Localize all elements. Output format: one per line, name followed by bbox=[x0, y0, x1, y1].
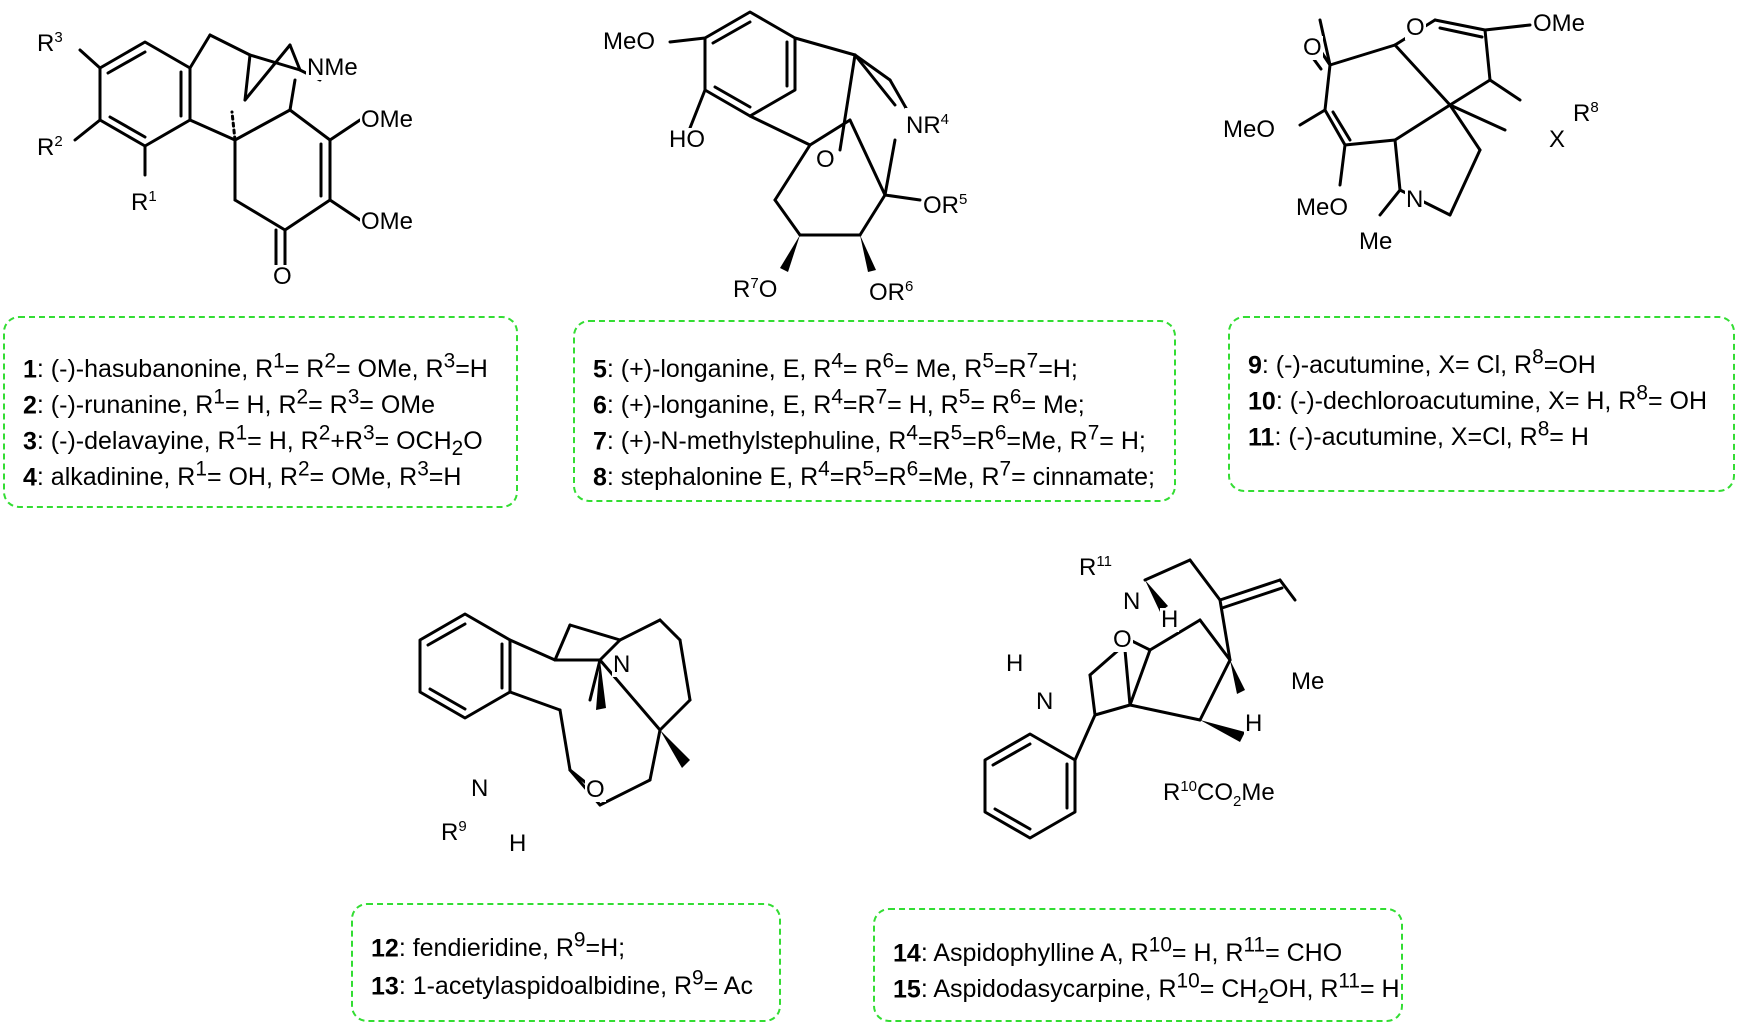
atom-o-3b: O bbox=[1405, 14, 1426, 41]
caption-line: 12: fendieridine, R9=H; bbox=[371, 929, 626, 963]
caption-line: 3: (-)-delavayine, R1= H, R2+R3= OCH2O bbox=[23, 422, 483, 461]
caption-box-5: 14: Aspidophylline A, R10= H, R11= CHO 1… bbox=[873, 908, 1403, 1022]
caption-line: 9: (-)-acutumine, X= Cl, R8=OH bbox=[1248, 346, 1596, 380]
atom-n-5a: N bbox=[1122, 588, 1142, 615]
caption-line: 6: (+)-longanine, E, R4=R7= H, R5= R6= M… bbox=[593, 386, 1085, 420]
atom-r1: R1 bbox=[130, 185, 158, 215]
caption-line: 14: Aspidophylline A, R10= H, R11= CHO bbox=[893, 934, 1343, 968]
atom-h-4: H bbox=[508, 830, 528, 857]
atom-r7o: R7O bbox=[732, 272, 779, 302]
caption-line: 8: stephalonine E, R4=R5=R6=Me, R7= cinn… bbox=[593, 458, 1155, 492]
atom-o-5: O bbox=[1112, 626, 1133, 653]
caption-line: 11: (-)-acutumine, X=Cl, R8= H bbox=[1248, 418, 1589, 452]
caption-line: 15: Aspidodasycarpine, R10= CH2OH, R11= … bbox=[893, 970, 1400, 1009]
atom-n-5b: N bbox=[1035, 688, 1055, 715]
atom-r3: R3 bbox=[36, 26, 64, 56]
caption-box-3: 9: (-)-acutumine, X= Cl, R8=OH 10: (-)-d… bbox=[1228, 316, 1735, 492]
atom-ome-1a: OMe bbox=[360, 106, 415, 133]
atom-meo-2: MeO bbox=[602, 28, 657, 55]
atom-x-3: X bbox=[1548, 126, 1567, 153]
caption-box-1: 1: (-)-hasubanonine, R1= R2= OMe, R3=H 2… bbox=[3, 316, 518, 508]
atom-o-2: O bbox=[815, 146, 836, 173]
atom-h-5c: H bbox=[1244, 710, 1264, 737]
atom-ome-1b: OMe bbox=[360, 208, 415, 235]
atom-n-4b: N bbox=[470, 775, 490, 802]
caption-line: 4: alkadinine, R1= OH, R2= OMe, R3=H bbox=[23, 458, 462, 492]
atom-r11: R11 bbox=[1078, 550, 1113, 580]
atom-ome-3: OMe bbox=[1532, 10, 1587, 37]
caption-line: 1: (-)-hasubanonine, R1= R2= OMe, R3=H bbox=[23, 350, 488, 384]
atom-nr4: NR4 bbox=[905, 108, 951, 138]
structure-1 bbox=[73, 33, 362, 267]
caption-line: 5: (+)-longanine, E, R4= R6= Me, R5=R7=H… bbox=[593, 350, 1078, 384]
atom-o-1: O bbox=[272, 263, 293, 290]
caption-line: 2: (-)-runanine, R1= H, R2= R3= OMe bbox=[23, 386, 436, 420]
structure-4 bbox=[418, 612, 692, 807]
caption-line: 7: (+)-N-methylstephuline, R4=R5=R6=Me, … bbox=[593, 422, 1146, 456]
atom-h-5b: H bbox=[1005, 650, 1025, 677]
atom-o-3a: O bbox=[1302, 34, 1323, 61]
atom-nme: NMe bbox=[306, 54, 359, 81]
atom-n-4a: N bbox=[612, 651, 632, 678]
structure-2 bbox=[668, 10, 922, 272]
atom-r10-co2me: R10CO2Me bbox=[1162, 775, 1276, 814]
atom-ho-2: HO bbox=[668, 126, 706, 153]
caption-line: 10: (-)-dechloroacutumine, X= H, R8= OH bbox=[1248, 382, 1707, 416]
atom-me-5: Me bbox=[1290, 668, 1326, 695]
atom-meo-3a: MeO bbox=[1222, 116, 1277, 143]
caption-box-2: 5: (+)-longanine, E, R4= R6= Me, R5=R7=H… bbox=[573, 320, 1176, 502]
caption-box-4: 12: fendieridine, R9=H; 13: 1-acetylaspi… bbox=[351, 903, 781, 1022]
atom-or6: OR6 bbox=[868, 275, 915, 305]
structure-3 bbox=[1298, 18, 1532, 217]
atom-h-5a: H bbox=[1160, 606, 1180, 633]
atom-me-3: Me bbox=[1358, 228, 1394, 255]
atom-meo-3b: MeO bbox=[1295, 194, 1350, 221]
atom-n-3: N bbox=[1405, 186, 1425, 213]
atom-o-4: O bbox=[585, 776, 606, 803]
atom-r8: R8 bbox=[1572, 96, 1600, 126]
atom-r9: R9 bbox=[440, 815, 468, 845]
structure-5 bbox=[983, 558, 1297, 840]
caption-line: 13: 1-acetylaspidoalbidine, R9= Ac bbox=[371, 967, 753, 1001]
atom-r2: R2 bbox=[36, 130, 64, 160]
atom-or5: OR5 bbox=[922, 188, 969, 218]
